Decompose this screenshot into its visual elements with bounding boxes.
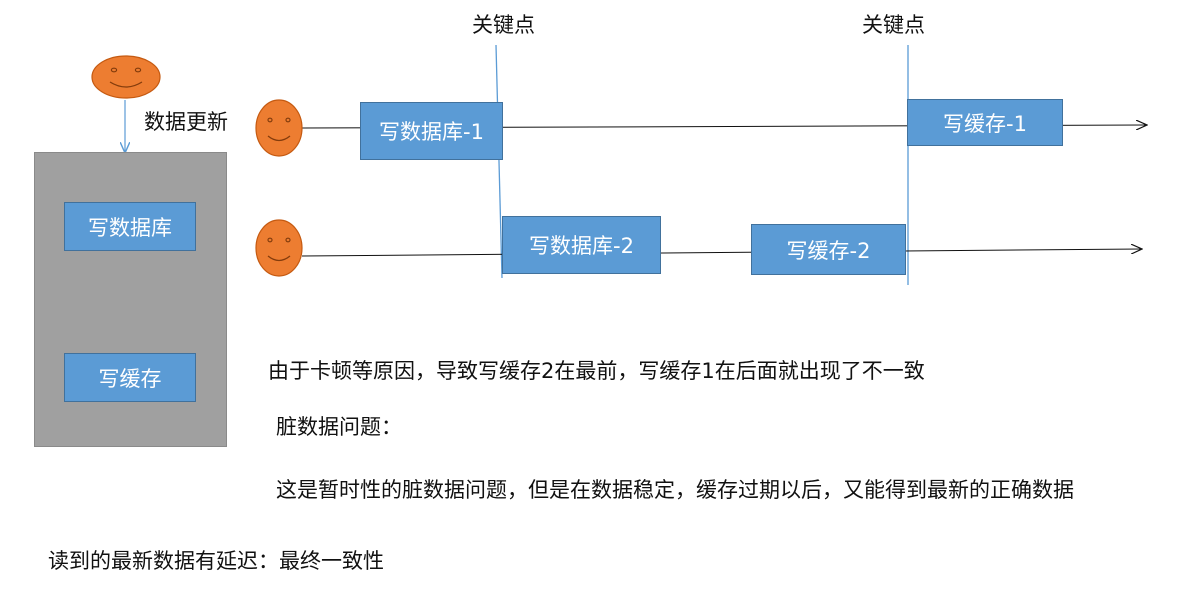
panel-write-cache-box: 写缓存 bbox=[64, 353, 196, 402]
note-line-1: 由于卡顿等原因，导致写缓存2在最前，写缓存1在后面就出现了不一致 bbox=[268, 359, 925, 383]
flow2-face-icon bbox=[255, 219, 303, 277]
panel-write-db-box: 写数据库 bbox=[64, 202, 196, 251]
flow2-write-cache-box: 写缓存-2 bbox=[751, 224, 906, 275]
note-line-4: 读到的最新数据有延迟：最终一致性 bbox=[48, 549, 384, 573]
note-line-3: 这是暂时性的脏数据问题，但是在数据稳定，缓存过期以后，又能得到最新的正确数据 bbox=[276, 478, 1074, 502]
flow1-write-cache-box: 写缓存-1 bbox=[907, 99, 1063, 146]
flow2-timeline bbox=[301, 249, 1142, 257]
flow2-write-db-box: 写数据库-2 bbox=[502, 216, 661, 274]
key-point-label-1: 关键点 bbox=[472, 13, 535, 37]
flow1-face-icon bbox=[255, 99, 303, 157]
data-update-label: 数据更新 bbox=[144, 110, 228, 134]
user-face-icon bbox=[91, 55, 161, 99]
key-point-line-1 bbox=[495, 44, 503, 279]
key-point-label-2: 关键点 bbox=[862, 13, 925, 37]
note-line-2: 脏数据问题： bbox=[276, 415, 402, 439]
flow1-write-db-box: 写数据库-1 bbox=[360, 102, 503, 160]
server-panel bbox=[34, 152, 227, 447]
